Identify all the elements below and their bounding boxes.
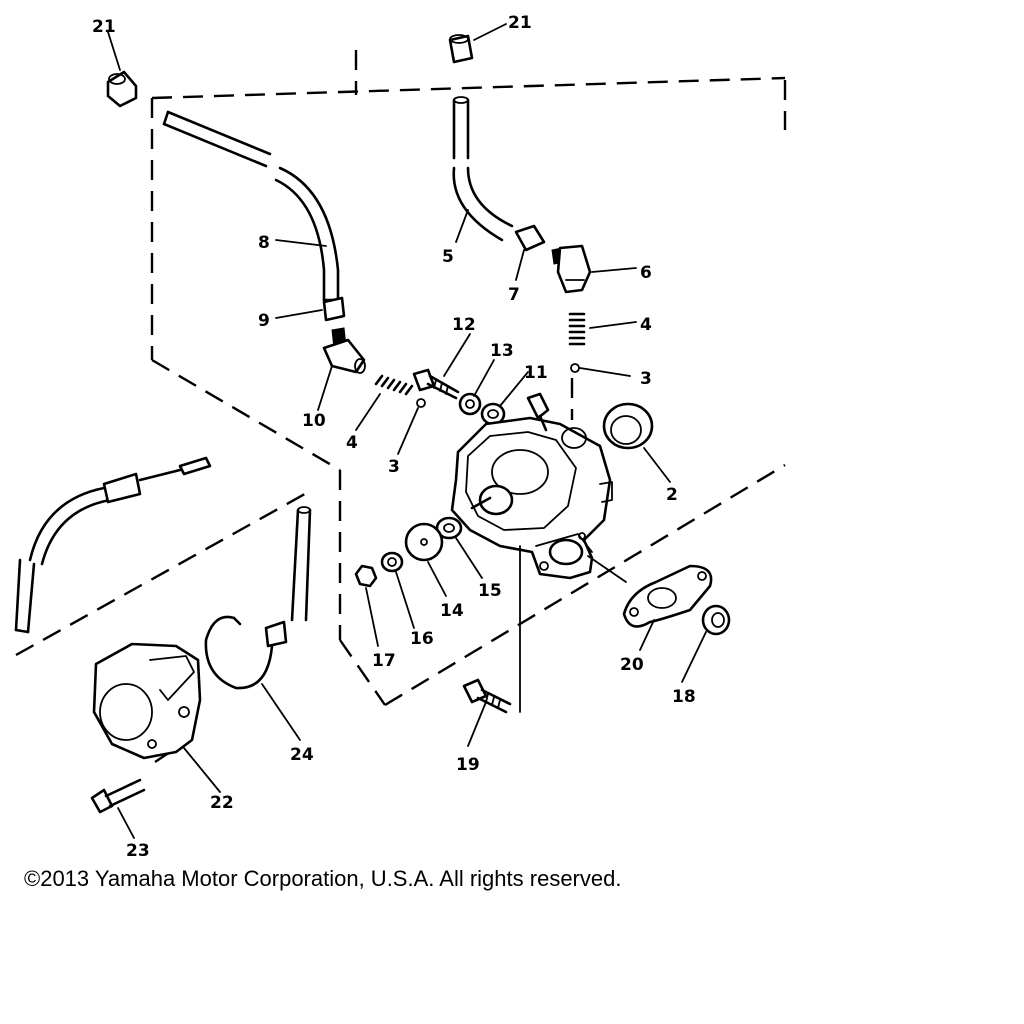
callout-15: 15 <box>478 581 502 601</box>
part-23-bolt <box>90 778 146 814</box>
callout-10: 10 <box>302 411 326 431</box>
callout-6: 6 <box>640 263 652 283</box>
callout-3-left: 3 <box>388 457 400 477</box>
part-4-spring-right <box>568 312 586 346</box>
callout-4-right: 4 <box>640 315 652 335</box>
part-3-ball-right <box>570 363 580 373</box>
part-18-washer <box>701 604 731 636</box>
part-22-pump-cover <box>92 642 202 760</box>
part-21-cap-top <box>448 34 474 64</box>
part-20-gasket <box>622 564 713 628</box>
callout-23: 23 <box>126 841 150 861</box>
callout-24: 24 <box>290 745 314 765</box>
callout-8: 8 <box>258 233 270 253</box>
callout-3-right: 3 <box>640 369 652 389</box>
part-12-bolt <box>412 368 460 400</box>
part-3-ball-left <box>416 398 426 408</box>
callout-21-top: 21 <box>508 13 532 33</box>
callout-9: 9 <box>258 311 270 331</box>
throttle-cable <box>14 456 212 634</box>
callout-2: 2 <box>666 485 678 505</box>
part-16-washer <box>380 551 404 573</box>
callout-labels: 21 21 8 9 10 5 7 6 4 3 12 13 11 4 3 2 15… <box>92 13 696 861</box>
callout-19: 19 <box>456 755 480 775</box>
assembly-boundary <box>15 50 787 763</box>
callout-11: 11 <box>524 363 548 383</box>
callout-22: 22 <box>210 793 234 813</box>
copyright-notice: ©2013 Yamaha Motor Corporation, U.S.A. A… <box>24 866 622 891</box>
part-8-fuel-hose <box>162 110 340 302</box>
part-17-nut <box>354 564 378 588</box>
callout-18: 18 <box>672 687 696 707</box>
callout-12: 12 <box>452 315 476 335</box>
part-19-bolt <box>462 678 512 714</box>
callout-17: 17 <box>372 651 396 671</box>
part-2-oil-seal <box>602 402 654 450</box>
part-4-spring-left <box>374 374 414 396</box>
callout-5: 5 <box>442 247 454 267</box>
callout-16: 16 <box>410 629 434 649</box>
callout-4-left: 4 <box>346 433 358 453</box>
callout-20: 20 <box>620 655 644 675</box>
part-5-hose <box>452 96 514 242</box>
part-6-elbow-fitting <box>551 244 592 294</box>
callout-14: 14 <box>440 601 464 621</box>
part-13-washer <box>458 392 482 416</box>
callout-21-left: 21 <box>92 17 116 37</box>
part-10-fitting <box>322 327 366 374</box>
part-14-plate <box>404 522 444 562</box>
part-24-cable <box>204 506 312 690</box>
leader-lines <box>107 23 707 839</box>
part-21-cap-left <box>106 70 138 108</box>
callout-13: 13 <box>490 341 514 361</box>
part-9-clip <box>322 296 346 322</box>
part-7-clip <box>514 224 546 252</box>
oil-pump-body <box>450 392 613 580</box>
callout-7: 7 <box>508 285 520 305</box>
